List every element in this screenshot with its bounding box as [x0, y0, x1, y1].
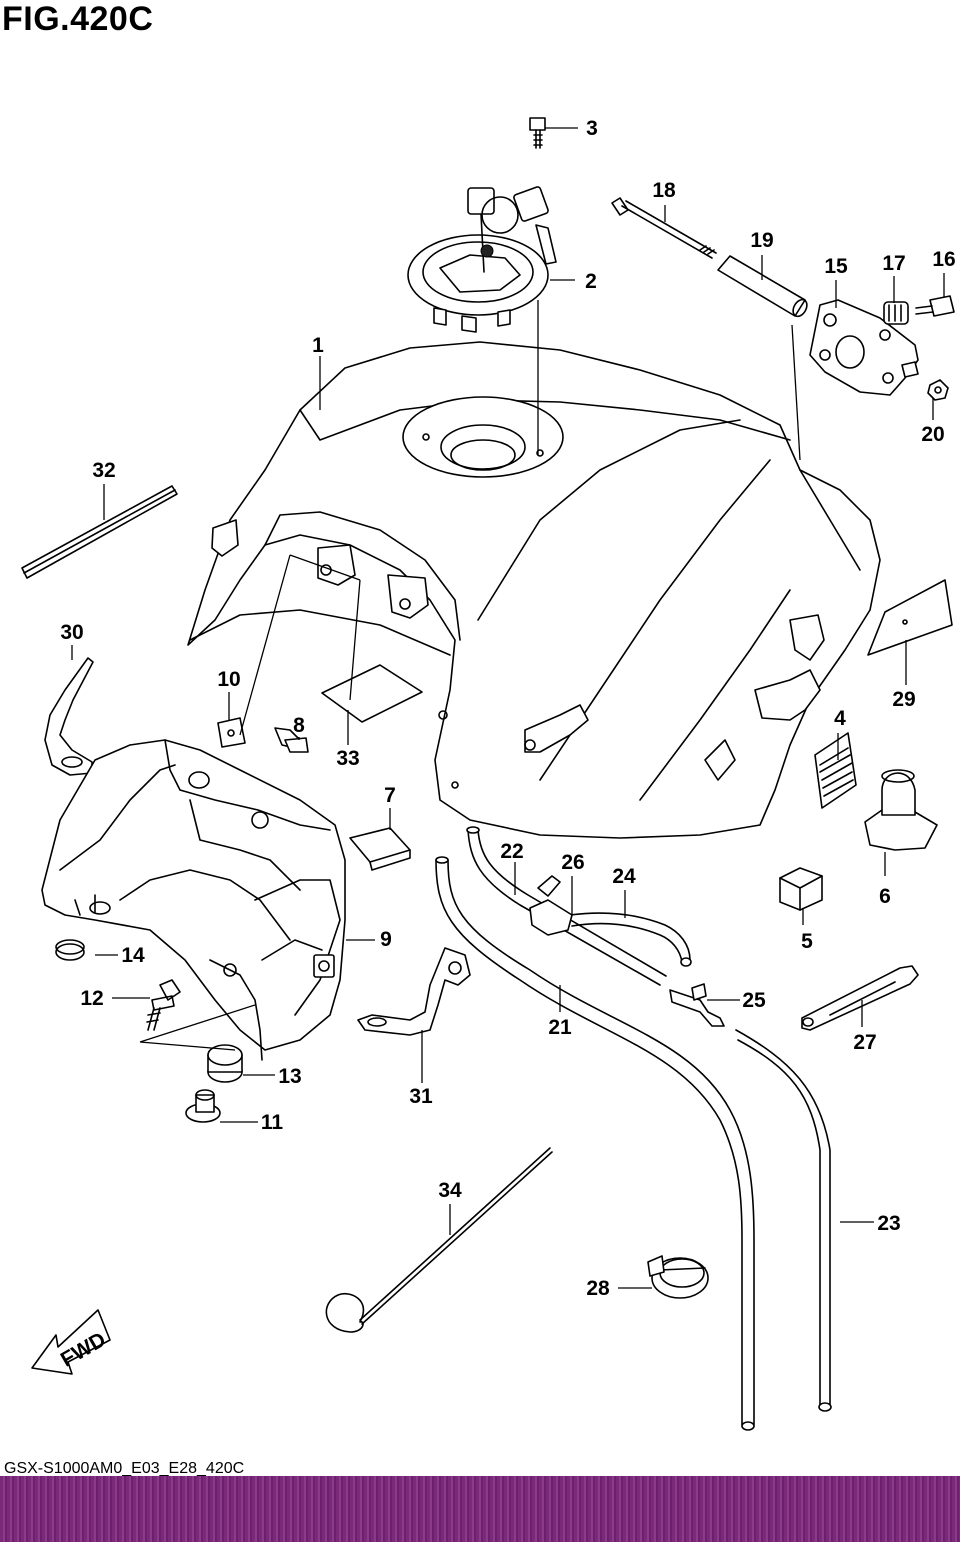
callout-22[interactable]: 22	[500, 840, 523, 863]
clip-clamp-part[interactable]	[647, 1255, 709, 1299]
callout-labels: 1 2 3 4 5 6 7 8 9 10 11 12 13 14 15 16 1…	[60, 117, 955, 1300]
figure-title: FIG.420C	[2, 0, 154, 38]
sheet-part[interactable]	[867, 579, 953, 656]
callout-26[interactable]: 26	[561, 851, 584, 874]
sheet-pad-part[interactable]	[321, 664, 423, 723]
callout-24[interactable]: 24	[612, 865, 636, 888]
callout-30[interactable]: 30	[60, 621, 83, 644]
collar-bolt-part[interactable]	[146, 979, 181, 1031]
callout-10[interactable]: 10	[217, 668, 240, 691]
bracket-part[interactable]	[44, 657, 94, 776]
callout-27[interactable]: 27	[853, 1031, 876, 1054]
short-hose-part[interactable]	[569, 912, 692, 967]
callout-5[interactable]: 5	[801, 930, 813, 953]
frame-cover-part[interactable]	[41, 739, 346, 1061]
long-bolt-part[interactable]	[611, 197, 717, 259]
callout-1[interactable]: 1	[312, 334, 324, 357]
callout-8[interactable]: 8	[293, 714, 305, 737]
callout-32[interactable]: 32	[92, 459, 115, 482]
callout-4[interactable]: 4	[834, 707, 846, 730]
footer-band	[0, 1476, 960, 1542]
cushion-pad-part[interactable]	[349, 827, 411, 871]
mount-collar-part[interactable]	[185, 1089, 221, 1123]
clip-bolt-part[interactable]	[274, 727, 309, 753]
spacer-part[interactable]	[717, 255, 810, 319]
pad-part[interactable]	[217, 717, 246, 748]
nut-part[interactable]	[901, 361, 949, 401]
callout-13[interactable]: 13	[278, 1065, 301, 1088]
vent-hose-part[interactable]	[735, 1029, 832, 1412]
callout-11[interactable]: 11	[261, 1111, 284, 1134]
callout-7[interactable]: 7	[384, 784, 396, 807]
footer-code: GSX-S1000AM0_E03_E28_420C	[4, 1460, 245, 1477]
callout-33[interactable]: 33	[336, 747, 359, 770]
strap-part[interactable]	[801, 965, 919, 1031]
label-part[interactable]	[814, 732, 857, 809]
damper-part[interactable]	[779, 867, 823, 911]
breather-hose-part[interactable]	[466, 826, 667, 986]
callout-14[interactable]: 14	[121, 944, 145, 967]
tank-rod-part[interactable]	[325, 1147, 553, 1333]
screw-part[interactable]	[529, 117, 546, 149]
hose-joint-part[interactable]	[669, 983, 725, 1027]
mounting-bracket-part[interactable]	[809, 299, 919, 396]
callout-9[interactable]: 9	[380, 928, 392, 951]
callout-15[interactable]: 15	[824, 255, 848, 278]
callout-28[interactable]: 28	[586, 1277, 610, 1300]
callout-25[interactable]: 25	[742, 989, 766, 1012]
callout-3[interactable]: 3	[586, 117, 598, 140]
seal-strip-part[interactable]	[21, 485, 178, 579]
grommet-part[interactable]	[55, 939, 85, 961]
callout-12[interactable]: 12	[80, 987, 103, 1010]
bolt-part[interactable]	[915, 295, 955, 317]
callout-19[interactable]: 19	[750, 229, 773, 252]
fuel-tank-part[interactable]	[187, 341, 881, 839]
rubber-cushion-part[interactable]	[883, 301, 909, 325]
callout-23[interactable]: 23	[877, 1212, 900, 1235]
callout-17[interactable]: 17	[882, 252, 905, 275]
drain-hose-part[interactable]	[435, 856, 755, 1431]
callout-29[interactable]: 29	[892, 688, 915, 711]
fwd-arrow-icon: FWD	[31, 1309, 111, 1375]
callout-2[interactable]: 2	[585, 270, 597, 293]
hose-clamp-part[interactable]	[529, 875, 573, 936]
cap-cover-part[interactable]	[864, 769, 938, 851]
leader-lines	[71, 127, 945, 1289]
fuel-cap-part[interactable]	[407, 186, 557, 333]
callout-18[interactable]: 18	[652, 179, 676, 202]
callout-34[interactable]: 34	[438, 1179, 462, 1202]
rubber-mount-part[interactable]	[207, 1044, 243, 1083]
callout-16[interactable]: 16	[932, 248, 955, 271]
callout-6[interactable]: 6	[879, 885, 891, 908]
callout-31[interactable]: 31	[409, 1085, 433, 1108]
callout-20[interactable]: 20	[921, 423, 944, 446]
callout-21[interactable]: 21	[548, 1016, 572, 1039]
hose-bracket-part[interactable]	[357, 947, 471, 1036]
